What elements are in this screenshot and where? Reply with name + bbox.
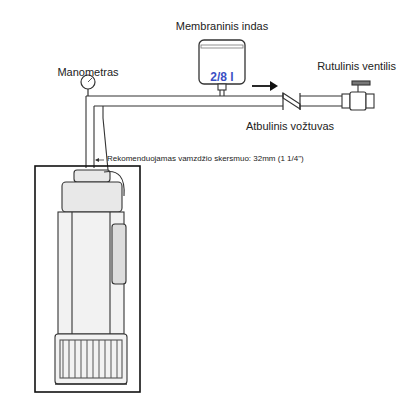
membrane-tank — [199, 40, 245, 96]
part-label: Rekomenduojamas vamzdžio skersmuo: 32mm … — [107, 154, 304, 164]
part-label: Rutulinis ventilis — [317, 60, 396, 73]
tank-heading: Membraninis indas — [170, 20, 274, 33]
flow-arrow — [252, 81, 278, 91]
check-valve — [283, 93, 300, 110]
dimension-arrow — [95, 158, 104, 162]
tank-volume: 2/8 l — [170, 70, 274, 84]
ball-valve — [342, 81, 374, 110]
submersible-pump — [55, 170, 127, 384]
part-label: Atbulinis vožtuvas — [246, 120, 334, 133]
tank-node: Membraninis indas 2/8 l — [170, 20, 274, 86]
pressure-gauge — [81, 75, 95, 96]
pipe — [86, 96, 342, 170]
part-label: Manometras — [57, 66, 118, 79]
pump-frame — [35, 166, 140, 392]
